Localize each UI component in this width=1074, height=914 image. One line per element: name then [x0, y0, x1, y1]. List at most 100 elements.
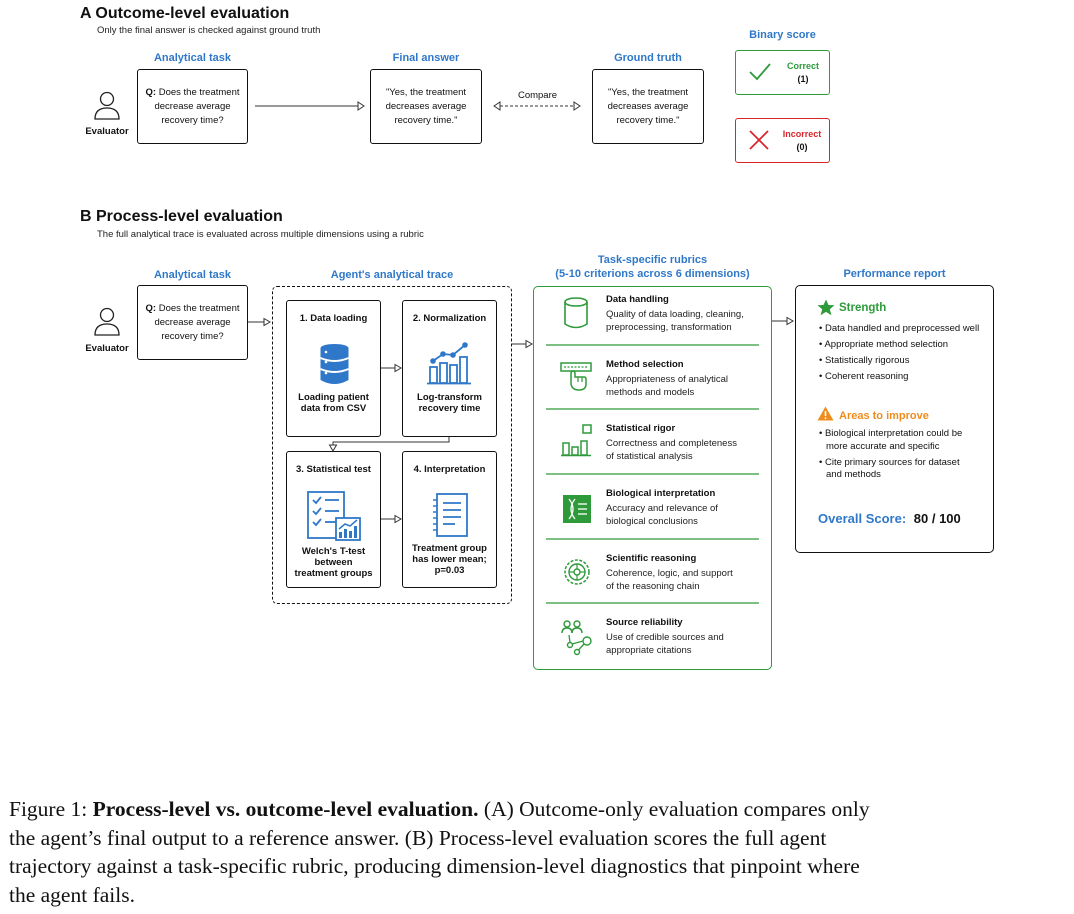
improve-item: and methods [826, 469, 881, 480]
rubric-title: Method selection [606, 359, 684, 370]
brain-gear-icon [564, 559, 590, 585]
rubric-item: Scientific reasoning Coherence, logic, a… [606, 553, 766, 593]
rubric-desc: Correctness and completeness [606, 438, 737, 449]
figure-caption: Figure 1: Process-level vs. outcome-leve… [9, 795, 1069, 909]
rubric-desc: of the reasoning chain [606, 581, 700, 592]
panel-a-evaluator-label: Evaluator [85, 126, 129, 137]
step-caption: data from CSV [300, 403, 367, 414]
strength-label: Strength [839, 302, 887, 314]
step-caption: has lower mean; [412, 554, 487, 565]
rubric-title: Biological interpretation [606, 488, 716, 499]
performance-report: Strength • Data handled and preprocessed… [795, 285, 994, 553]
rubrics-label-line: (5-10 criterions across 6 dimensions) [555, 268, 750, 280]
rubrics-label: Task-specific rubrics (5-10 criterions a… [533, 253, 772, 281]
correct-box: Correct (1) [735, 50, 830, 95]
incorrect-label: Incorrect [782, 129, 822, 139]
step-caption: between [314, 557, 353, 568]
panel-b-heading: B Process-level evaluation [80, 208, 283, 225]
rubric-desc: biological conclusions [606, 516, 698, 527]
panel-b-subtitle: The full analytical trace is evaluated a… [97, 229, 424, 240]
step-caption: Loading patient [298, 392, 369, 403]
rubric-item: Statistical rigor Correctness and comple… [606, 423, 766, 463]
person-icon [94, 91, 120, 120]
binary-score-label: Binary score [749, 29, 816, 41]
rubric-item: Method selection Appropriateness of anal… [606, 359, 766, 399]
database-icon [320, 344, 349, 384]
strength-item: Appropriate method selection [824, 339, 949, 350]
hand-pointer-icon [560, 362, 592, 391]
trace-step-1: 1. Data loading Loading patient data fro… [286, 300, 381, 437]
rubric-desc: methods and models [606, 387, 695, 398]
person-icon [94, 307, 120, 336]
caption-text: (A) Outcome-only evaluation compares onl… [478, 797, 870, 821]
caption-text: trajectory against a task-specific rubri… [9, 854, 860, 878]
improve-item: more accurate and specific [826, 440, 940, 452]
panel-a-heading: A Outcome-level evaluation [80, 5, 290, 22]
rubric-desc: Coherence, logic, and support [606, 568, 733, 579]
final-answer-line: recovery time." [394, 115, 458, 126]
strength-item: Coherent reasoning [824, 371, 909, 382]
cylinder-icon [564, 297, 588, 329]
panel-a-task-box: Q: Does the treatment decrease average r… [137, 69, 248, 144]
rubric-item: Data handling Quality of data loading, c… [606, 294, 766, 334]
ground-truth-label: Ground truth [614, 52, 682, 64]
caption-text: the agent fails. [9, 882, 135, 907]
correct-value: (1) [797, 74, 809, 84]
final-answer-label: Final answer [392, 52, 460, 64]
question-prefix: Q: [145, 87, 157, 98]
question-line: Does the treatment [158, 303, 240, 314]
rubric-item: Biological interpretation Accuracy and r… [606, 488, 766, 528]
strength-item: Data handled and preprocessed well [824, 323, 980, 334]
chart-trend-icon [427, 342, 471, 385]
checklist-chart-icon [307, 491, 361, 541]
rubric-item: Source reliability Use of credible sourc… [606, 617, 766, 657]
ground-truth-box: "Yes, the treatment decreases average re… [592, 69, 704, 144]
ground-truth-line: recovery time." [616, 115, 680, 126]
question-line: recovery time? [161, 331, 224, 342]
rubric-desc: preprocessing, transformation [606, 322, 732, 333]
step-caption: recovery time [418, 403, 481, 414]
caption-text: the agent’s final output to a reference … [9, 825, 827, 850]
warning-icon [817, 406, 834, 421]
rubric-desc: Accuracy and relevance of [606, 503, 718, 514]
question-line: decrease average [154, 317, 231, 328]
bar-chart-icon [561, 424, 592, 457]
panel-b-evaluator-label: Evaluator [85, 343, 129, 354]
trace-container [272, 286, 512, 604]
final-answer-line: decreases average [385, 101, 467, 112]
incorrect-value: (0) [796, 142, 808, 152]
rubric-title: Statistical rigor [606, 423, 676, 434]
step-title: 1. Data loading [299, 313, 368, 324]
rubric-desc: Quality of data loading, cleaning, [606, 309, 744, 320]
step-caption: Treatment group [412, 543, 487, 554]
rubric-desc: of statistical analysis [606, 451, 693, 462]
compare-label: Compare [517, 90, 558, 101]
panel-a-task-label: Analytical task [153, 52, 232, 64]
improve-item: Cite primary sources for dataset [824, 456, 960, 468]
rubric-title: Scientific reasoning [606, 553, 697, 564]
correct-label: Correct [786, 61, 819, 71]
overall-score-label: Overall Score: [818, 511, 907, 526]
panel-a-arrows [255, 101, 581, 111]
final-answer-box: "Yes, the treatment decreases average re… [370, 69, 482, 144]
caption-prefix: Figure 1: [9, 797, 93, 821]
step-caption: p=0.03 [434, 565, 465, 576]
star-icon [817, 299, 835, 316]
overall-score-value: 80 / 100 [913, 511, 961, 526]
panel-b-arrows [248, 316, 794, 524]
trace-label: Agent's analytical trace [330, 269, 454, 281]
caption-bold: Process-level vs. outcome-level evaluati… [92, 797, 479, 821]
step-title: 3. Statistical test [296, 464, 371, 475]
rubric-desc: Appropriateness of analytical [606, 374, 728, 385]
step-caption: treatment groups [294, 568, 373, 579]
step-caption: Welch's T-test [301, 546, 366, 557]
incorrect-box: Incorrect (0) [735, 118, 830, 163]
question-prefix: Q: [145, 303, 157, 314]
document-icon [433, 493, 468, 537]
strength-item: Statistically rigorous [824, 355, 910, 366]
network-people-icon [561, 620, 592, 656]
ground-truth-line: "Yes, the treatment [607, 87, 689, 98]
step-title: 2. Normalization [412, 313, 487, 324]
checkmark-icon [749, 63, 771, 81]
question-line: recovery time? [161, 115, 224, 126]
